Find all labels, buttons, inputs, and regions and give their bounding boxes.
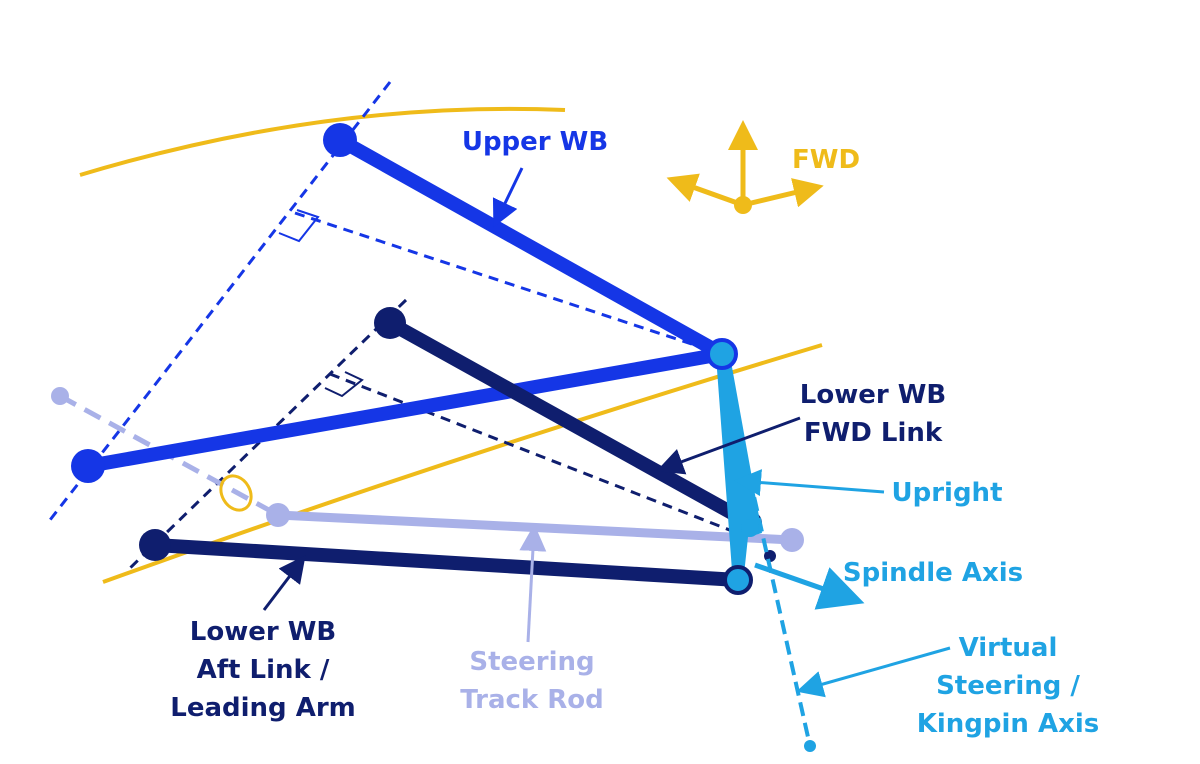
track-rod-outer-joint [780,528,804,552]
fwd-direction-compass [666,120,824,214]
lower-wb-aft-link [148,538,745,587]
upper-right-angle-mark [278,209,320,243]
gold-ellipse-marker [219,474,253,512]
kingpin-label-line1: Virtual [959,633,1058,663]
aft-link-label-line1: Lower WB [190,617,336,647]
kingpin-label-line2: Steering / [936,671,1080,701]
spindle-axis-arrow [754,562,865,610]
lower-right-angle-mark [324,371,364,398]
track-rod-end-point [51,387,69,405]
upper-wb-fwd-pivot [323,123,357,157]
lower-fwd-link-label-line1: Lower WB [800,380,946,410]
upright-mid-joint [741,519,759,537]
steering-label-line2: Track Rod [460,685,604,715]
lower-wb-aft-pivot [139,529,171,561]
lower-wb-fwd-link [383,316,757,530]
lower-fwd-link-label-line2: FWD Link [804,418,943,448]
lower-ball-joint [723,565,753,595]
upper-wb-label: Upper WB [462,127,608,157]
track-rod-inner-joint [266,503,290,527]
spindle-axis-label: Spindle Axis [843,558,1023,588]
fwd-label: FWD [792,145,860,175]
kingpin-pointer-arrow [796,646,951,698]
lower-fwd-link-pointer-arrow [656,416,801,475]
lower-wb-fwd-pivot [374,307,406,339]
aft-link-label-line3: Leading Arm [170,693,355,723]
upper-reference-curve [79,106,566,177]
upper-wb-aft-link [81,347,729,473]
upper-ball-joint [706,338,738,370]
kingpin-axis-end-point [804,740,816,752]
upright-pointer-arrow [734,469,885,497]
upper-wb-aft-pivot [71,449,105,483]
upper-projection-line [294,211,723,356]
small-ball-joint [764,550,776,562]
upper-wb-fwd-link [333,133,729,361]
lower-projection-line [329,372,746,538]
steering-label-line1: Steering [469,647,594,677]
kingpin-label-line3: Kingpin Axis [917,709,1100,739]
upper-wb-pointer-arrow [492,167,524,228]
upright [716,356,762,584]
steering-pointer-arrow [519,524,547,643]
aft-link-label-line2: Aft Link / [197,655,330,685]
upright-label: Upright [891,478,1002,508]
aft-link-pointer-arrow [262,555,306,611]
